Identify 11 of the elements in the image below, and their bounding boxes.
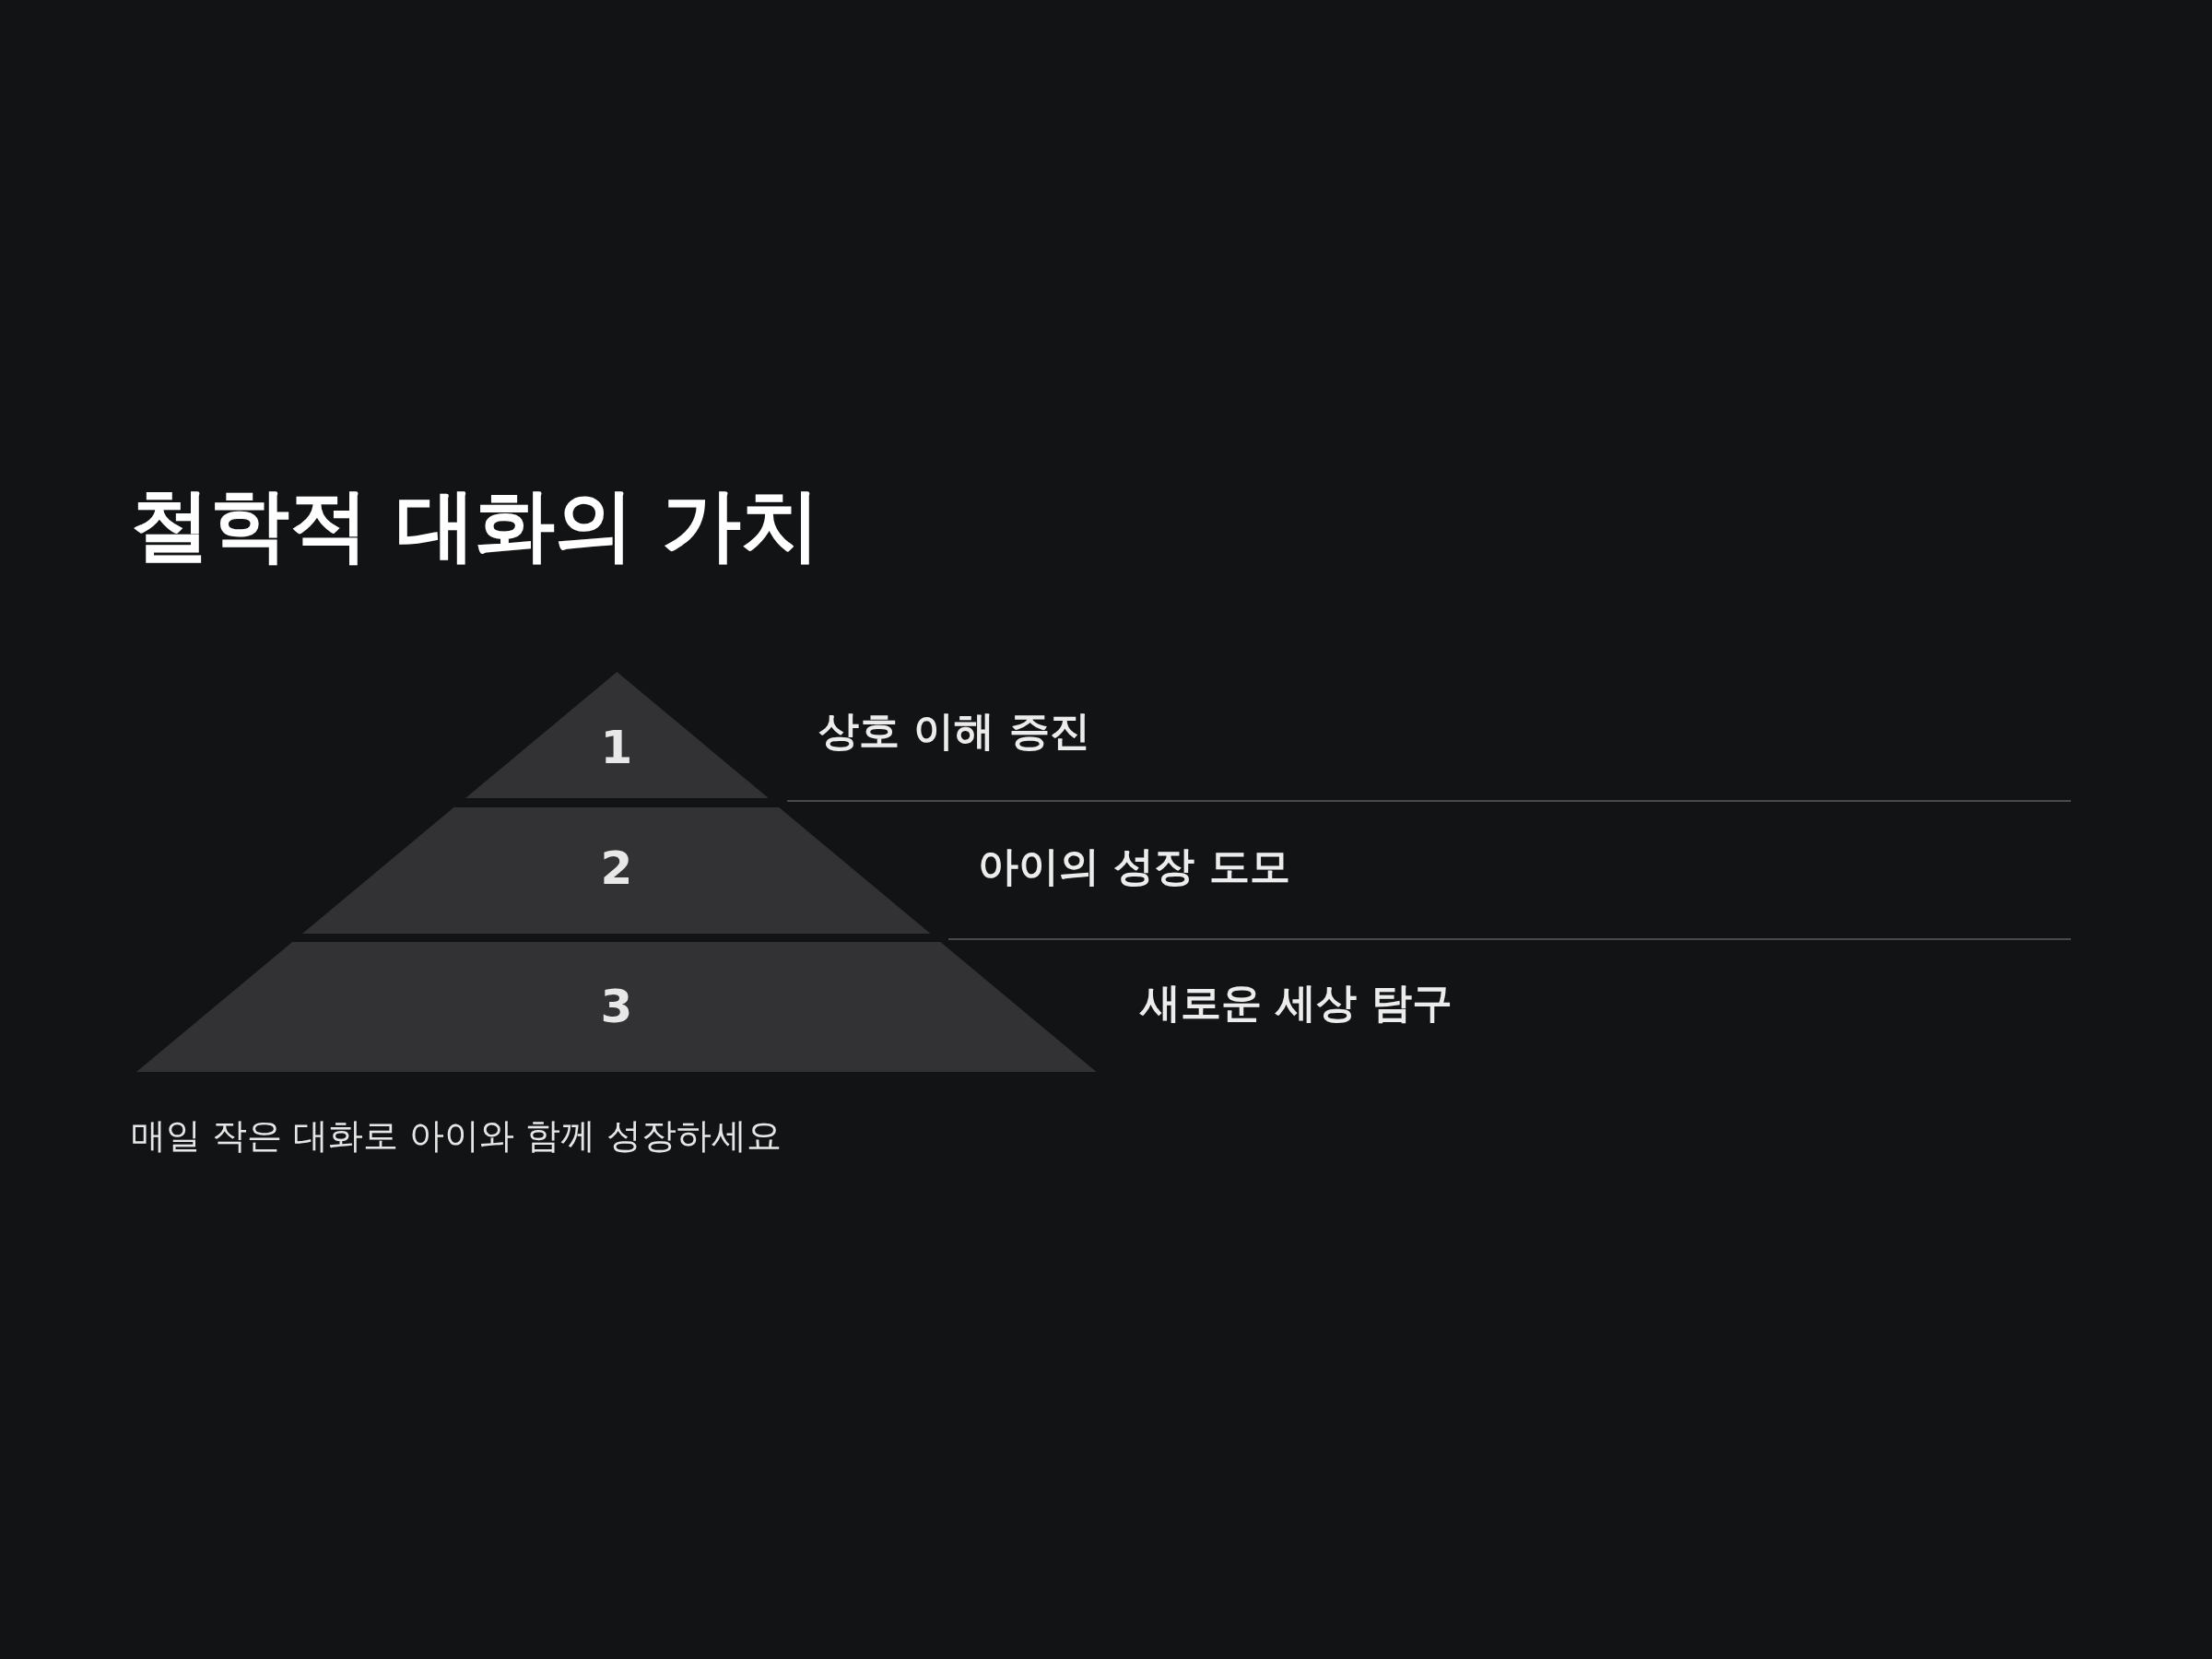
caption-text: 매일 작은 대화로 아이와 함께 성장하세요 <box>131 1115 782 1158</box>
layer-number: 1 <box>600 724 633 771</box>
pyramid-layer <box>302 807 931 934</box>
layer-label: 상호 이해 증진 <box>818 706 1090 756</box>
layer-label: 새로운 세상 탐구 <box>1140 978 1453 1028</box>
pyramid-layer <box>136 942 1097 1072</box>
slide-title: 철학적 대화의 가치 <box>131 479 820 571</box>
pyramid-layer <box>465 672 769 798</box>
layer-number: 2 <box>600 845 633 891</box>
layer-label: 아이의 성장 도모 <box>978 841 1290 891</box>
layer-number: 3 <box>600 983 633 1030</box>
